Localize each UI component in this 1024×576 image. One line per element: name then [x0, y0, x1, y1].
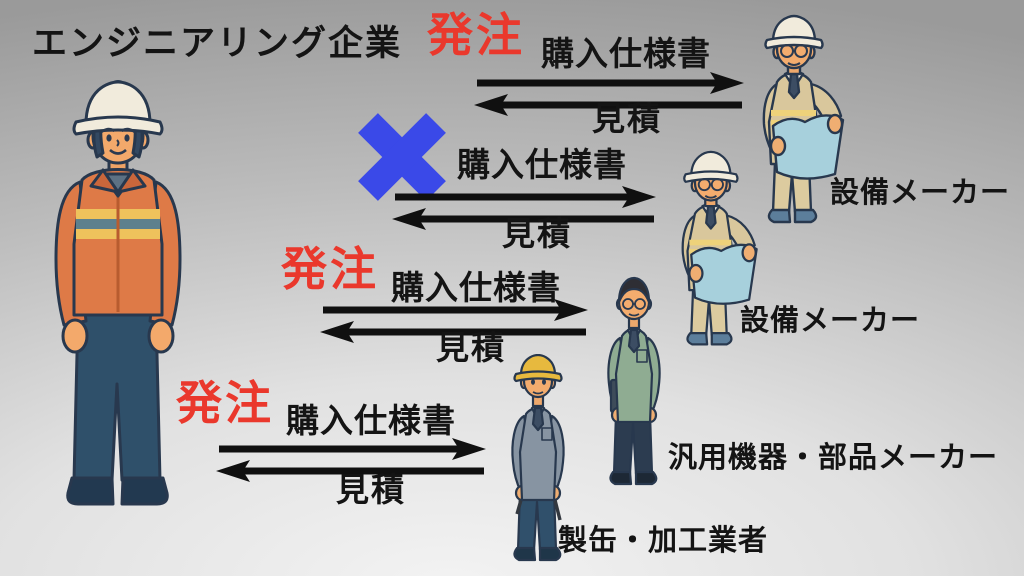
- engineer-character: [54, 80, 182, 506]
- request-arrow-label: 購入仕様書: [457, 146, 627, 183]
- estimate-arrow-label: 見積: [436, 329, 506, 366]
- request-arrow-label: 購入仕様書: [541, 35, 711, 72]
- reject-x-icon: [358, 113, 446, 201]
- request-arrowhead-icon: [452, 438, 486, 460]
- estimate-arrowhead-icon: [320, 321, 354, 343]
- flow-arrows: [216, 438, 486, 482]
- partner-label: 製缶・加工業者: [558, 525, 769, 557]
- fabricator-character: [511, 354, 565, 562]
- estimate-arrowhead-icon: [216, 460, 250, 482]
- flow-arrows: [320, 299, 588, 343]
- partner-label: 設備メーカー: [740, 305, 921, 337]
- equipment-maker-character-2: [681, 150, 758, 346]
- request-arrowhead-icon: [710, 72, 744, 94]
- estimate-arrow-label: 見積: [502, 215, 572, 252]
- partner-label: 設備メーカー: [830, 177, 1011, 209]
- request-arrowhead-icon: [622, 186, 656, 208]
- request-arrow-label: 購入仕様書: [391, 269, 561, 306]
- order-label: 発注: [281, 243, 379, 295]
- page-title: エンジニアリング企業: [32, 24, 403, 63]
- estimate-arrow-label: 見積: [592, 100, 662, 137]
- equipment-maker-character-1: [762, 14, 845, 224]
- request-arrowhead-icon: [554, 299, 588, 321]
- order-label: 発注: [176, 377, 274, 429]
- estimate-arrow-label: 見積: [336, 471, 406, 508]
- request-arrow-label: 購入仕様書: [286, 402, 456, 439]
- flow-arrows: [392, 186, 656, 230]
- order-label: 発注: [427, 9, 525, 61]
- estimate-arrowhead-icon: [474, 94, 508, 116]
- parts-maker-character: [607, 276, 661, 486]
- flow-arrows: [474, 72, 744, 116]
- estimate-arrowhead-icon: [392, 208, 426, 230]
- partner-label: 汎用機器・部品メーカー: [668, 442, 999, 474]
